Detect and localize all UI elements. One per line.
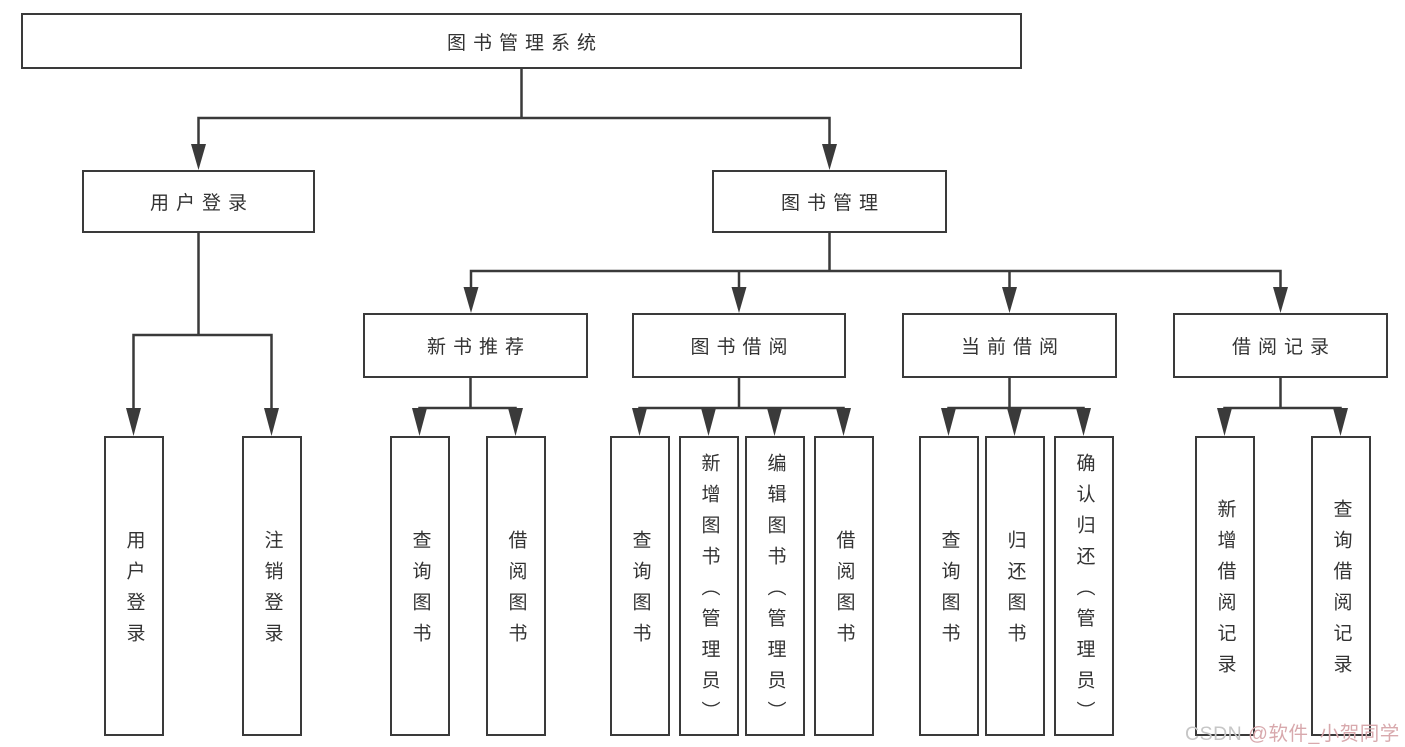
node-root-library-system: 图书管理系统 bbox=[21, 13, 1022, 69]
node-leaf-return-book: 归还图书 bbox=[985, 436, 1045, 736]
node-book-borrow: 图书借阅 bbox=[632, 313, 846, 378]
node-label: 用户登录 bbox=[123, 530, 145, 654]
node-current-borrow: 当前借阅 bbox=[902, 313, 1117, 378]
node-label: 编辑图书（管理员） bbox=[764, 452, 786, 732]
node-label: 注销登录 bbox=[261, 530, 283, 654]
node-leaf-query-book-borrow: 查询图书 bbox=[610, 436, 670, 736]
watermark-handle: @软件_小贺同学 bbox=[1248, 723, 1400, 745]
node-user-login: 用户登录 bbox=[82, 170, 315, 233]
node-leaf-edit-book-admin: 编辑图书（管理员） bbox=[745, 436, 805, 736]
node-leaf-confirm-return-admin: 确认归还（管理员） bbox=[1054, 436, 1114, 736]
csdn-watermark: CSDN @软件_小贺同学 bbox=[1185, 717, 1400, 746]
node-label: 查询借阅记录 bbox=[1330, 499, 1352, 685]
node-leaf-query-borrow-record: 查询借阅记录 bbox=[1311, 436, 1371, 736]
node-leaf-logout: 注销登录 bbox=[242, 436, 302, 736]
node-label: 图书管理系统 bbox=[446, 32, 603, 54]
node-label: 确认归还（管理员） bbox=[1073, 452, 1095, 732]
node-label: 查询图书 bbox=[629, 530, 651, 654]
node-label: 查询图书 bbox=[409, 530, 431, 654]
node-label: 新增图书（管理员） bbox=[698, 452, 720, 732]
watermark-brand: CSDN bbox=[1185, 723, 1249, 745]
node-leaf-borrow-book: 借阅图书 bbox=[814, 436, 874, 736]
node-label: 当前借阅 bbox=[960, 337, 1065, 358]
node-label: 查询图书 bbox=[938, 530, 960, 654]
node-leaf-query-book-current: 查询图书 bbox=[919, 436, 979, 736]
node-label: 归还图书 bbox=[1004, 530, 1026, 654]
node-label: 借阅图书 bbox=[505, 530, 527, 654]
node-label: 图书借阅 bbox=[690, 337, 795, 358]
node-leaf-query-book-recommend: 查询图书 bbox=[390, 436, 450, 736]
node-leaf-add-book-admin: 新增图书（管理员） bbox=[679, 436, 739, 736]
node-leaf-user-login: 用户登录 bbox=[104, 436, 164, 736]
node-new-book-recommend: 新书推荐 bbox=[363, 313, 588, 378]
node-book-management: 图书管理 bbox=[712, 170, 947, 233]
node-label: 借阅记录 bbox=[1231, 337, 1336, 358]
node-label: 新书推荐 bbox=[426, 337, 531, 358]
node-borrow-record: 借阅记录 bbox=[1173, 313, 1388, 378]
node-label: 新增借阅记录 bbox=[1214, 499, 1236, 685]
node-label: 用户登录 bbox=[149, 193, 254, 214]
node-label: 图书管理 bbox=[780, 193, 885, 214]
node-leaf-borrow-book-recommend: 借阅图书 bbox=[486, 436, 546, 736]
node-leaf-add-borrow-record: 新增借阅记录 bbox=[1195, 436, 1255, 736]
node-label: 借阅图书 bbox=[833, 530, 855, 654]
